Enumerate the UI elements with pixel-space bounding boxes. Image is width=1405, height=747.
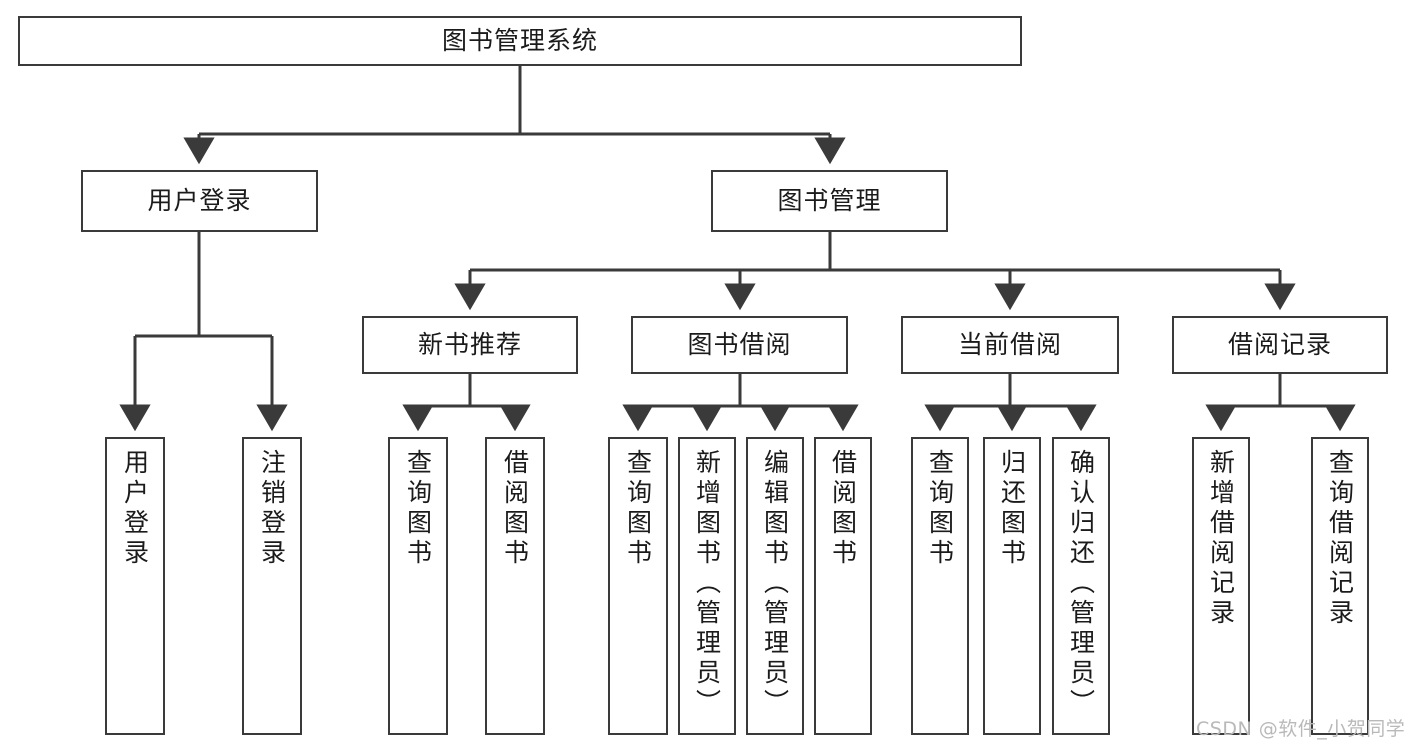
leaf-confirm-return-admin[interactable]: 确认归还（管理员） <box>1052 437 1110 735</box>
edges-current-borrow-to-leaves <box>924 374 1097 432</box>
node-label: 查询图书 <box>403 449 433 569</box>
node-book-management[interactable]: 图书管理 <box>711 170 948 232</box>
leaf-query-book-current[interactable]: 查询图书 <box>911 437 969 735</box>
node-user-login[interactable]: 用户登录 <box>81 170 318 232</box>
node-label: 借阅记录 <box>1227 330 1332 360</box>
node-label: 编辑图书（管理员） <box>760 449 790 719</box>
node-label: 新书推荐 <box>417 330 522 360</box>
leaf-user-login[interactable]: 用户登录 <box>105 437 165 735</box>
node-label: 图书管理系统 <box>441 26 598 56</box>
leaf-add-borrow-record[interactable]: 新增借阅记录 <box>1192 437 1250 735</box>
node-label: 图书管理 <box>777 186 882 216</box>
watermark: CSDN @软件_小贺同学 <box>1196 718 1405 740</box>
node-label: 新增借阅记录 <box>1206 449 1236 629</box>
node-current-borrow[interactable]: 当前借阅 <box>901 316 1119 374</box>
node-label: 确认归还（管理员） <box>1066 449 1096 719</box>
node-label: 当前借阅 <box>957 330 1062 360</box>
edges-book-mgmt-to-level3 <box>454 232 1296 311</box>
node-label: 注销登录 <box>257 449 287 569</box>
edges-root-to-level2 <box>183 66 846 165</box>
node-borrow-record[interactable]: 借阅记录 <box>1172 316 1388 374</box>
leaf-return-book[interactable]: 归还图书 <box>983 437 1041 735</box>
node-label: 用户登录 <box>147 186 252 216</box>
node-label: 借阅图书 <box>828 449 858 569</box>
node-label: 用户登录 <box>120 449 150 569</box>
leaf-borrow-book[interactable]: 借阅图书 <box>814 437 872 735</box>
node-label: 查询借阅记录 <box>1325 449 1355 629</box>
node-book-borrow[interactable]: 图书借阅 <box>631 316 848 374</box>
leaf-edit-book-admin[interactable]: 编辑图书（管理员） <box>746 437 804 735</box>
edges-borrow-record-to-leaves <box>1205 374 1356 432</box>
leaf-add-book-admin[interactable]: 新增图书（管理员） <box>678 437 736 735</box>
node-root-system[interactable]: 图书管理系统 <box>18 16 1022 66</box>
node-label: 图书借阅 <box>687 330 792 360</box>
node-new-book-recommendation[interactable]: 新书推荐 <box>362 316 578 374</box>
edges-borrow-to-leaves <box>622 374 859 432</box>
node-label: 新增图书（管理员） <box>692 449 722 719</box>
leaf-query-book-borrow[interactable]: 查询图书 <box>608 437 668 735</box>
leaf-query-book-new[interactable]: 查询图书 <box>388 437 448 735</box>
leaf-query-borrow-record[interactable]: 查询借阅记录 <box>1311 437 1369 735</box>
leaf-borrow-book-new[interactable]: 借阅图书 <box>485 437 545 735</box>
node-label: 归还图书 <box>997 449 1027 569</box>
leaf-logout[interactable]: 注销登录 <box>242 437 302 735</box>
node-label: 借阅图书 <box>500 449 530 569</box>
node-label: 查询图书 <box>925 449 955 569</box>
edges-new-book-to-leaves <box>402 374 531 432</box>
node-label: 查询图书 <box>623 449 653 569</box>
edges-user-login-to-leaves <box>119 232 288 432</box>
